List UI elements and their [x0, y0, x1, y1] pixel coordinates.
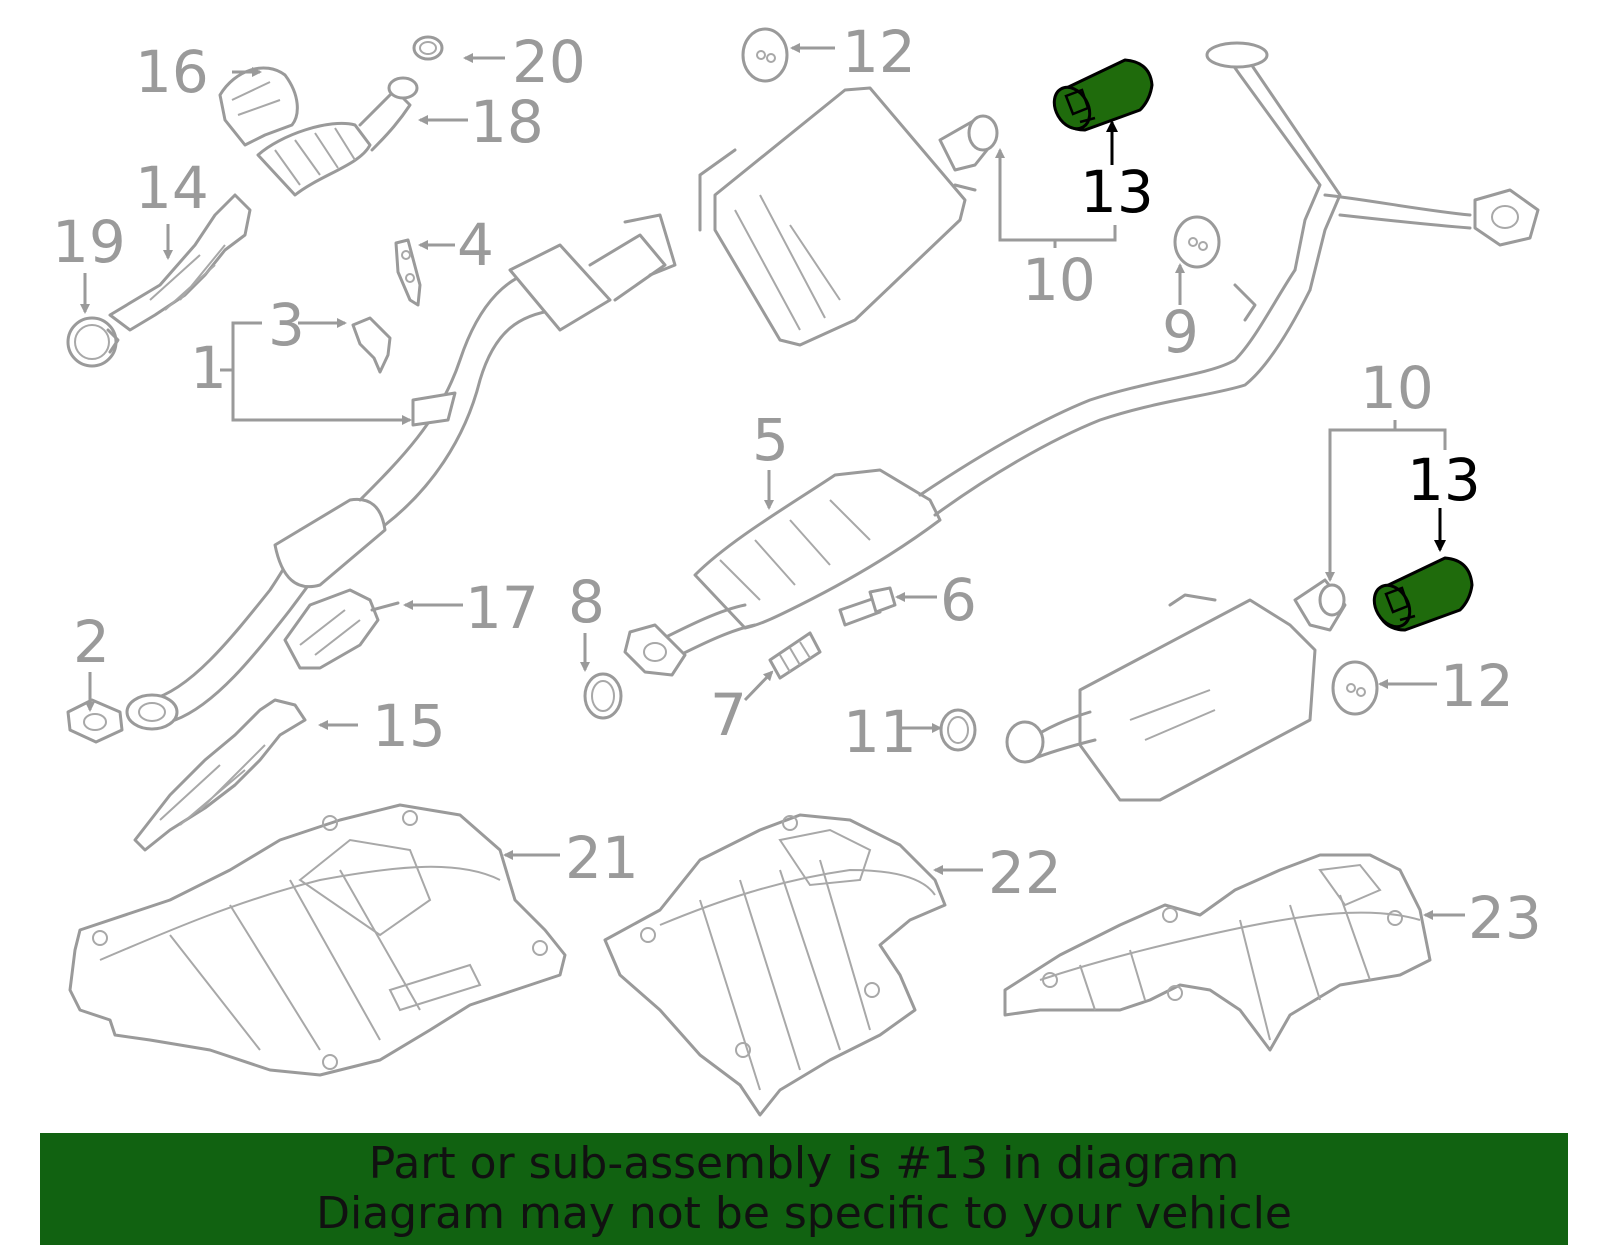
- heat-shield-22[interactable]: [603, 813, 947, 1117]
- callout-1: 1: [190, 334, 227, 402]
- callout-15: 15: [372, 692, 446, 760]
- muffler-10-bottom[interactable]: [1005, 578, 1347, 802]
- callout-5: 5: [752, 406, 789, 474]
- callout-4: 4: [457, 211, 494, 279]
- callout-23: 23: [1468, 884, 1542, 952]
- callout-2: 2: [73, 608, 110, 676]
- insulator-9[interactable]: [1173, 215, 1221, 269]
- callout-18: 18: [470, 88, 544, 156]
- callout-16: 16: [135, 38, 209, 106]
- insulator-12-top[interactable]: [741, 27, 789, 83]
- callout-14: 14: [135, 154, 209, 222]
- clamp-20[interactable]: [412, 35, 444, 61]
- gasket-8[interactable]: [583, 672, 623, 720]
- bracket-3[interactable]: [351, 316, 392, 374]
- banner-line-2: Diagram may not be specific to your vehi…: [316, 1188, 1292, 1239]
- callout-20: 20: [512, 28, 586, 96]
- callout-10-top: 10: [1022, 246, 1096, 314]
- callout-11: 11: [843, 698, 917, 766]
- callout-10-bottom: 10: [1360, 354, 1434, 422]
- callout-8: 8: [568, 568, 605, 636]
- gasket-2[interactable]: [66, 698, 124, 744]
- gasket-11[interactable]: [939, 708, 977, 752]
- heat-shield-21[interactable]: [68, 803, 567, 1077]
- callout-9: 9: [1162, 298, 1199, 366]
- spring-7[interactable]: [768, 631, 822, 680]
- callout-22: 22: [988, 839, 1062, 907]
- exhaust-tip-13-top[interactable]: [1047, 58, 1154, 135]
- callout-7: 7: [710, 681, 747, 749]
- heat-shield-15[interactable]: [133, 698, 307, 852]
- callout-13-bottom: 13: [1407, 446, 1481, 514]
- rear-y-pipe[interactable]: [1205, 41, 1540, 322]
- banner-line-1: Part or sub-assembly is #13 in diagram: [368, 1138, 1240, 1189]
- heat-shield-16[interactable]: [218, 66, 299, 147]
- callout-13-top: 13: [1080, 158, 1154, 226]
- center-pipe-5[interactable]: [623, 268, 1312, 677]
- insulator-12-bottom[interactable]: [1331, 660, 1379, 716]
- bolt-6[interactable]: [838, 586, 897, 627]
- info-banner: Part or sub-assembly is #13 in diagram D…: [40, 1133, 1568, 1245]
- callout-17: 17: [465, 574, 539, 642]
- muffler-10-top[interactable]: [698, 86, 999, 347]
- leader-lines: [80, 43, 1465, 920]
- front-exhaust-pipe[interactable]: [125, 213, 677, 731]
- bracket-4[interactable]: [394, 238, 422, 307]
- callout-6: 6: [940, 566, 977, 634]
- callout-19: 19: [52, 208, 126, 276]
- heat-shield-17[interactable]: [283, 588, 400, 670]
- callout-12-top: 12: [842, 18, 916, 86]
- callout-numbers: 16 20 18 14 19 4 3 1 17 2 15 5 6 7 8 9 1…: [52, 18, 1542, 952]
- callout-21: 21: [565, 824, 639, 892]
- exhaust-tip-13-bottom[interactable]: [1367, 556, 1474, 633]
- clamp-19[interactable]: [66, 316, 120, 368]
- callout-12-bottom: 12: [1440, 652, 1514, 720]
- heat-shield-23[interactable]: [1003, 853, 1432, 1052]
- callout-3: 3: [268, 291, 305, 359]
- heat-shield-14[interactable]: [108, 193, 252, 332]
- catalytic-converter-18[interactable]: [256, 76, 419, 197]
